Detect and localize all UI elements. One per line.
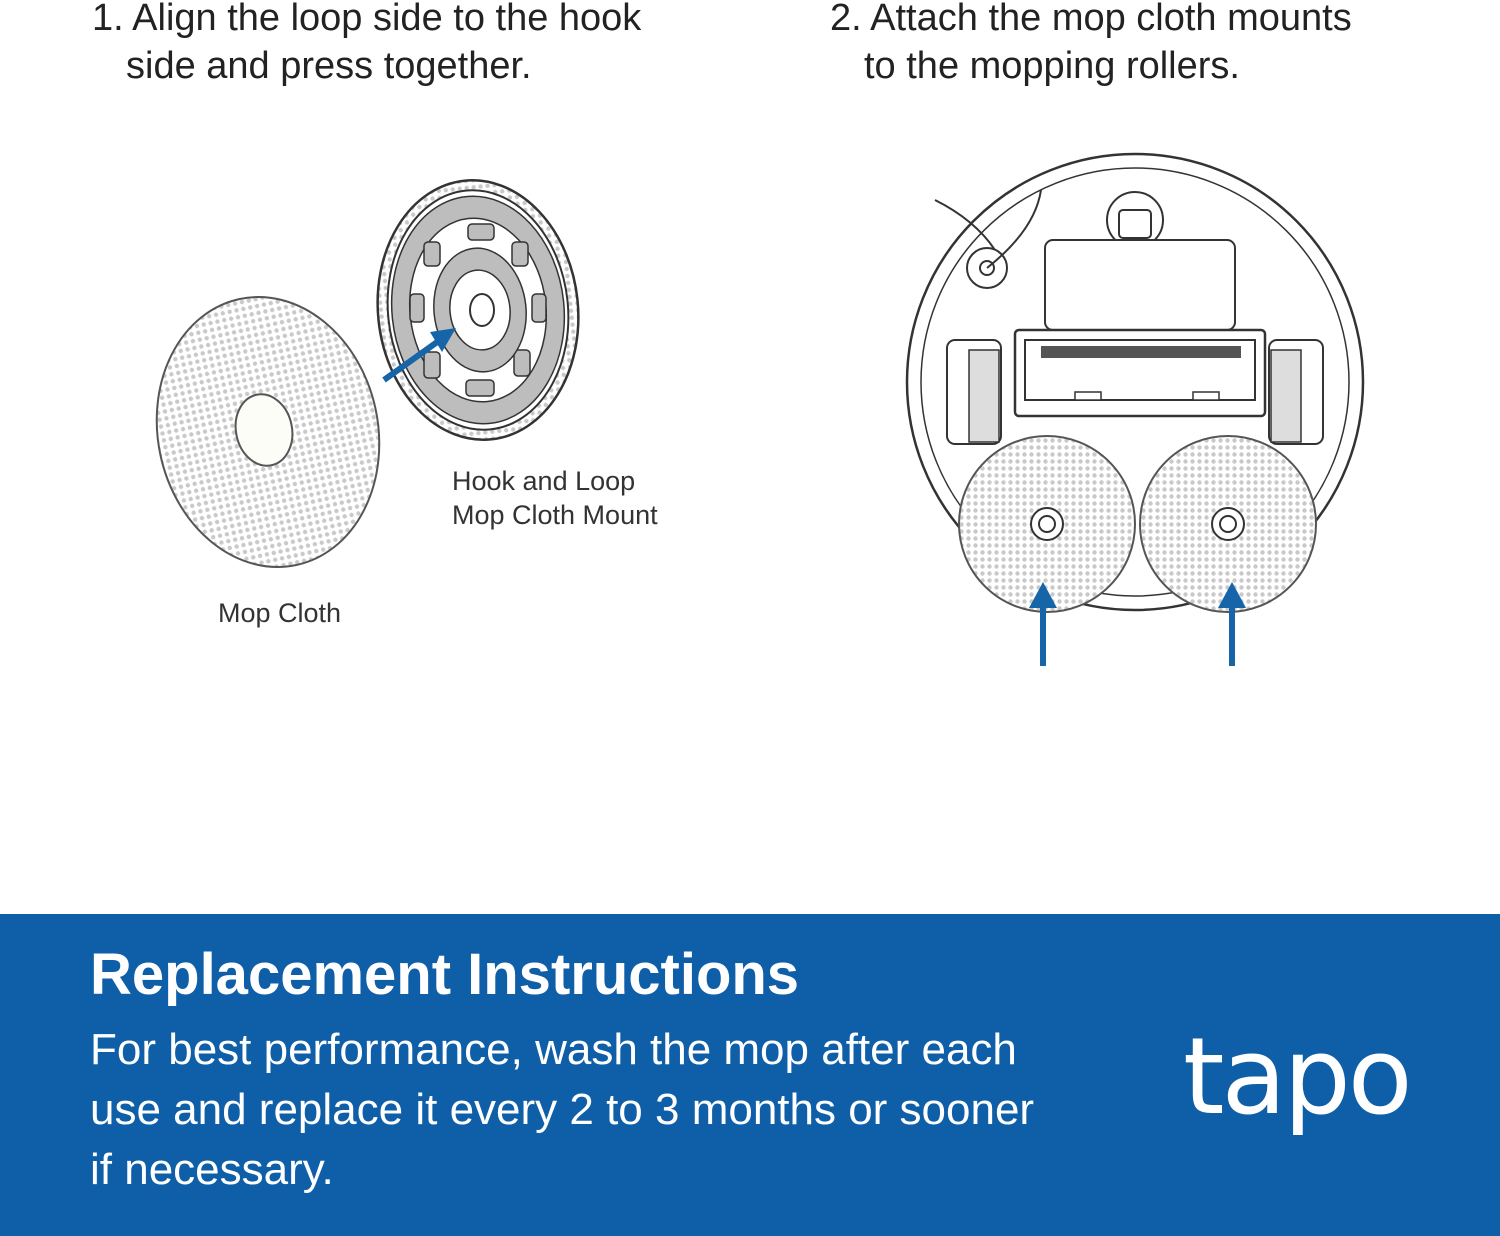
banner-body-line-2: use and replace it every 2 to 3 months o… — [90, 1085, 1035, 1134]
arrow-icon — [382, 328, 456, 383]
step-1-line-1: 1. Align the loop side to the hook — [92, 0, 642, 39]
step-1-line-2: side and press together. — [126, 45, 532, 87]
mop-roller-left — [958, 435, 1136, 613]
robot-underside-illustration — [905, 152, 1365, 666]
step-1-instruction: 1. Align the loop side to the hook side … — [92, 0, 641, 90]
banner-title: Replacement Instructions — [90, 942, 800, 1007]
mop-cloth-illustration — [155, 179, 580, 568]
step-2-line-1: 2. Attach the mop cloth mounts — [830, 0, 1352, 39]
banner-body-line-3: if necessary. — [90, 1145, 334, 1194]
mop-roller-right — [1139, 435, 1317, 613]
mount-label-line-1: Hook and Loop — [452, 466, 636, 496]
step-2-instruction: 2. Attach the mop cloth mounts to the mo… — [830, 0, 1352, 90]
step-2-line-2: to the mopping rollers. — [864, 45, 1240, 87]
mount-label-line-2: Mop Cloth Mount — [452, 500, 658, 530]
replacement-banner — [0, 914, 1500, 1236]
brand-logo: tapo — [1183, 1015, 1413, 1138]
arrow-icon — [1029, 582, 1057, 666]
mop-cloth-mount — [376, 179, 580, 441]
banner-body: For best performance, wash the mop after… — [90, 1020, 1080, 1200]
arrow-icon — [1218, 582, 1246, 666]
mount-label: Hook and Loop Mop Cloth Mount — [452, 464, 658, 532]
mop-cloth — [155, 296, 381, 568]
banner-body-line-1: For best performance, wash the mop after… — [90, 1025, 1017, 1074]
cloth-label: Mop Cloth — [218, 598, 342, 628]
